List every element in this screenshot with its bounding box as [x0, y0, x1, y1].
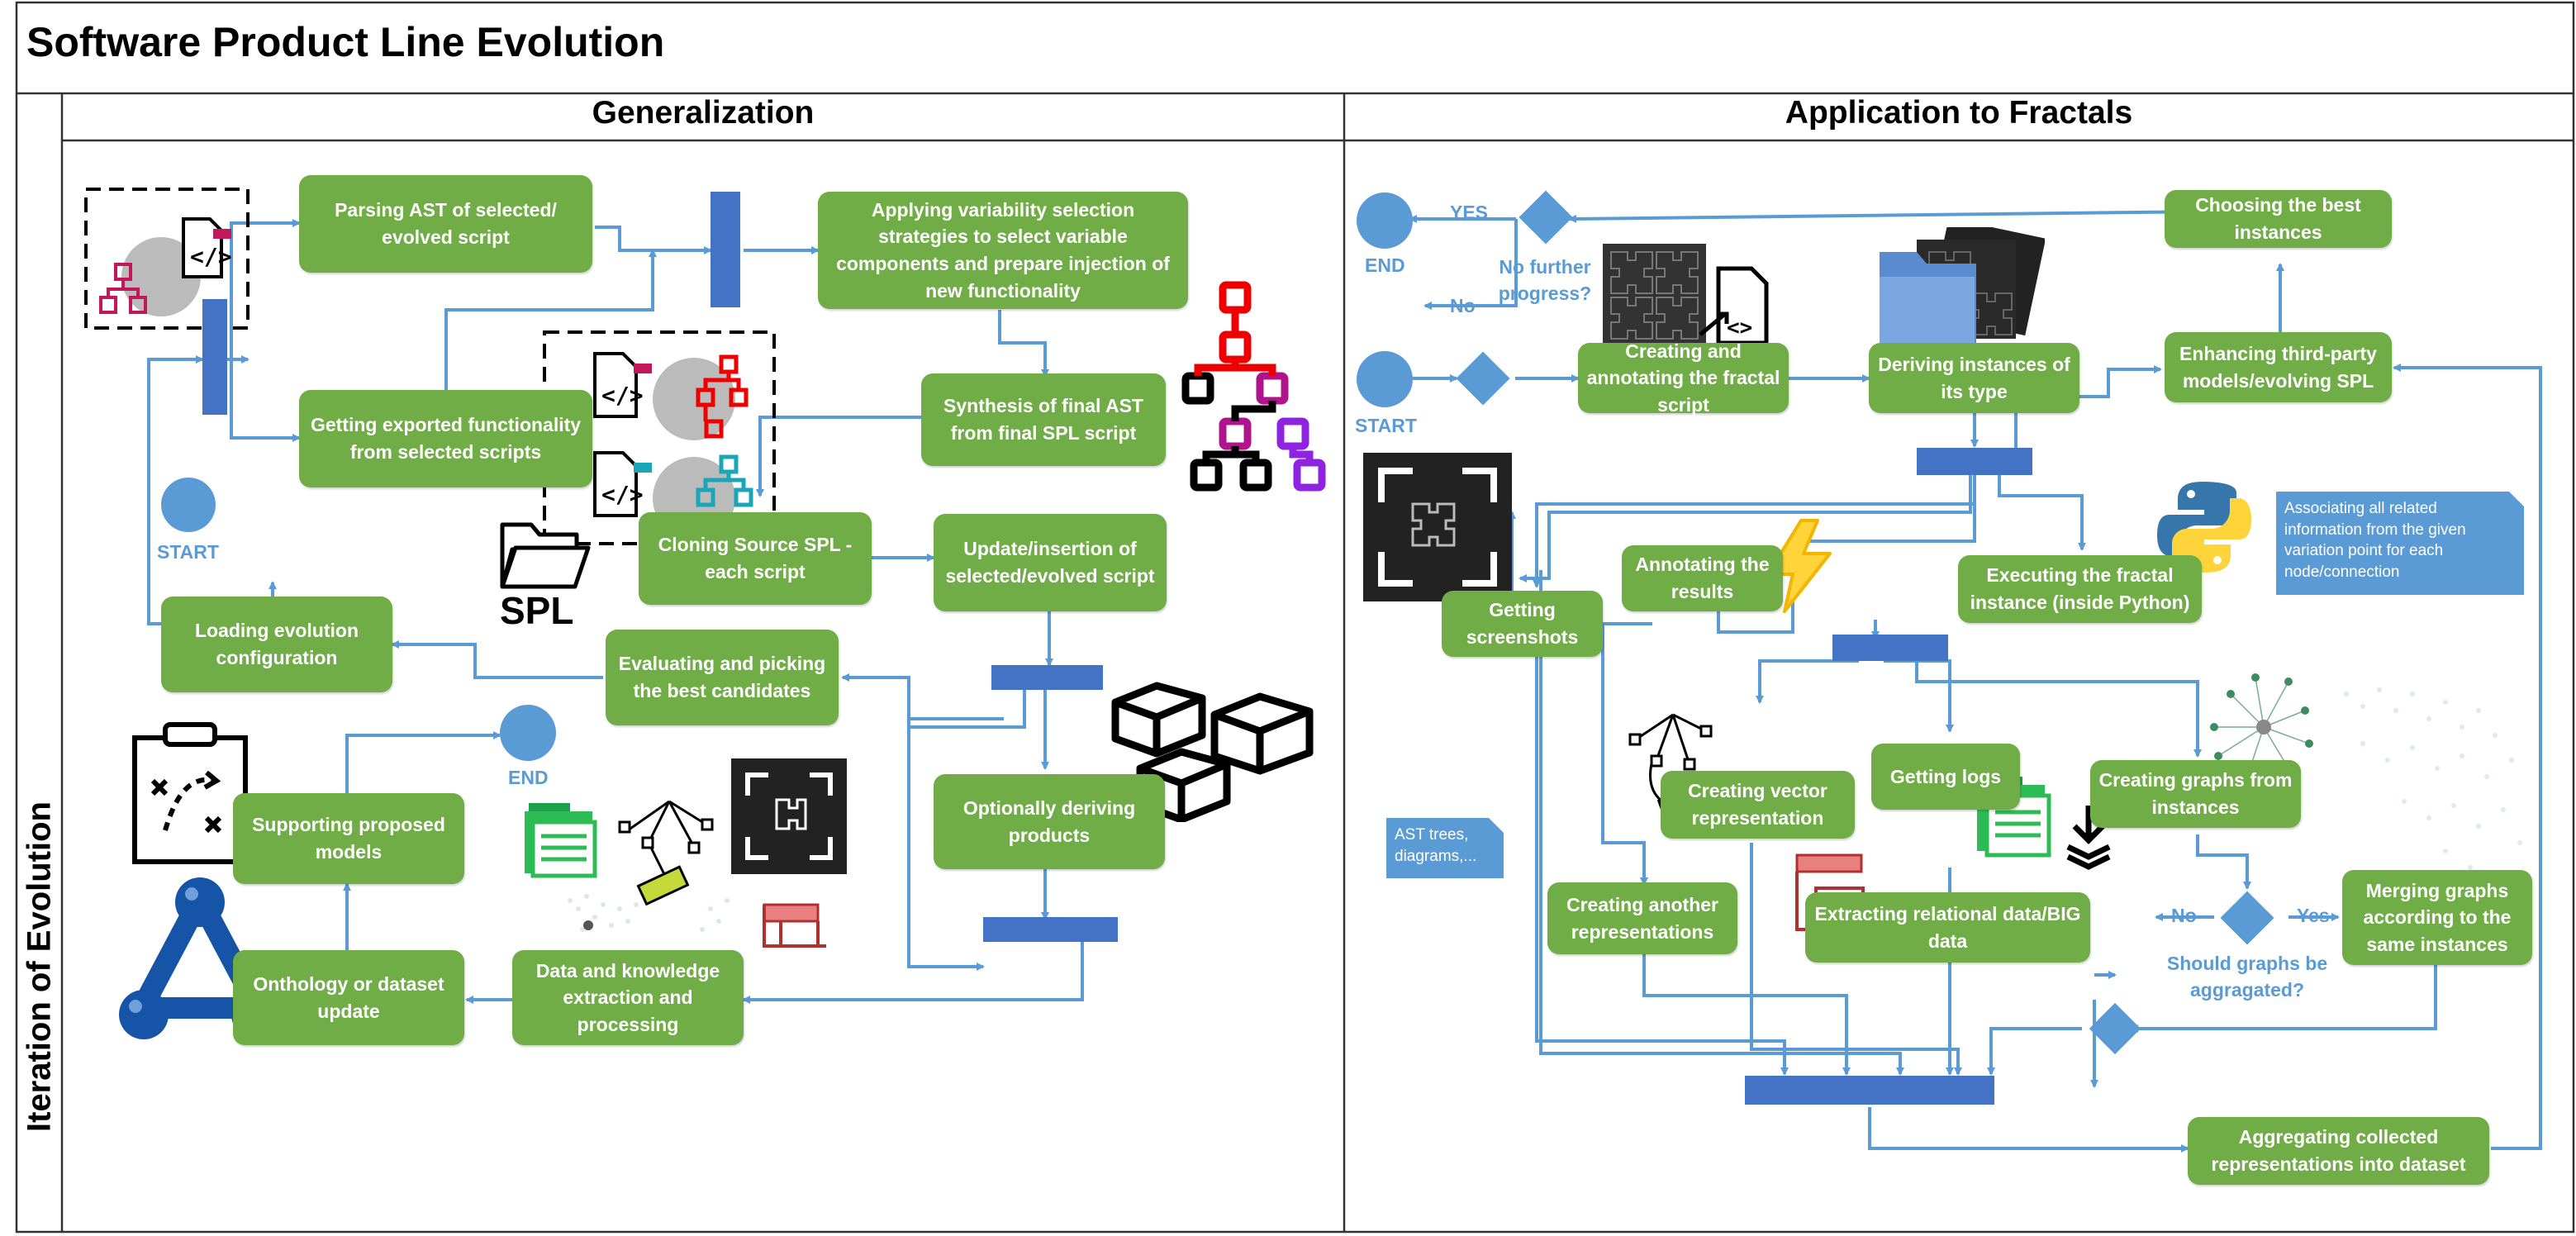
yes-label-top: YES: [1450, 202, 1489, 223]
step-getting-exported[interactable]: Getting exported functionality from sele…: [299, 390, 592, 487]
fractal-folder-icon: [1880, 227, 2045, 351]
strategy-board-icon: [132, 722, 248, 864]
step-deriving-instances[interactable]: Deriving instances of its type: [1869, 343, 2079, 413]
step-merging-graphs[interactable]: Merging graphs according to the same ins…: [2342, 870, 2532, 965]
spl-label: SPL: [500, 589, 574, 632]
step-extracting-relational[interactable]: Extracting relational data/BIG data: [1805, 892, 2090, 963]
fork-bar-update: [991, 665, 1103, 690]
join-bar-dataset: [1745, 1076, 1994, 1105]
step-creating-vector[interactable]: Creating vector representation: [1661, 771, 1855, 839]
step-synthesis-ast[interactable]: Synthesis of final AST from final SPL sc…: [921, 373, 1166, 466]
fractal-script-icon: <>: [1603, 244, 1769, 347]
end-label-left: END: [508, 767, 549, 788]
step-executing-fractal[interactable]: Executing the fractal instance (inside P…: [1958, 555, 2202, 623]
note-associating: Associating all related information from…: [2276, 492, 2524, 595]
step-aggregating-dataset[interactable]: Aggregating collected representations in…: [2188, 1117, 2489, 1185]
start-node-right: [1357, 351, 1413, 407]
yes-label-graphs: Yes: [2297, 905, 2330, 926]
screenshot-capture-icon: [1363, 453, 1512, 601]
no-further-progress-label: No further progress?: [1498, 256, 1592, 305]
start-label-left: START: [157, 541, 219, 563]
no-label-top: No: [1450, 295, 1476, 316]
step-update-insertion[interactable]: Update/insertion of selected/evolved scr…: [934, 514, 1167, 611]
step-annotating-results[interactable]: Annotating the results: [1622, 545, 1783, 611]
fork-bar-left-start: [202, 299, 227, 415]
step-getting-screenshots[interactable]: Getting screenshots: [1442, 591, 1603, 657]
lane-title-fractals: Application to Fractals: [1785, 95, 2133, 131]
fractal-image-icon: [731, 758, 847, 874]
step-creating-annotating[interactable]: Creating and annotating the fractal scri…: [1578, 340, 1789, 416]
start-label-right: START: [1355, 415, 1417, 436]
step-optionally-deriving[interactable]: Optionally deriving products: [934, 774, 1165, 869]
note-ast-trees: AST trees, diagrams,...: [1386, 818, 1504, 878]
step-applying-variability[interactable]: Applying variability selection strategie…: [818, 192, 1188, 309]
step-cloning-source[interactable]: Cloning Source SPL - each script: [639, 512, 872, 605]
step-creating-graphs[interactable]: Creating graphs from instances: [2090, 760, 2301, 828]
lane-title-generalization: Generalization: [592, 95, 815, 131]
row-label: Iteration of Evolution: [21, 801, 58, 1132]
end-label-right: END: [1365, 254, 1405, 276]
start-node-left: [161, 478, 216, 532]
step-data-knowledge[interactable]: Data and knowledge extraction and proces…: [512, 950, 744, 1045]
fork-bar-execution: [1832, 635, 1948, 661]
svg-text:</>: </>: [601, 382, 644, 409]
step-loading-config[interactable]: Loading evolution configuration: [161, 597, 392, 692]
step-getting-logs[interactable]: Getting logs: [1871, 744, 2020, 810]
svg-text:<>: <>: [1727, 316, 1752, 340]
step-creating-another[interactable]: Creating another representations: [1547, 882, 1737, 954]
join-bar-deriving: [983, 917, 1118, 942]
step-evaluating-picking[interactable]: Evaluating and picking the best candidat…: [606, 630, 839, 725]
hierarchy-colored-icon: [1181, 281, 1326, 492]
code-file-hierarchy-icon: </>: [84, 188, 250, 330]
end-node-left: [500, 705, 556, 761]
step-choosing-best[interactable]: Choosing the best instances: [2165, 190, 2392, 248]
step-supporting-models[interactable]: Supporting proposed models: [233, 793, 464, 884]
fork-bar-instances: [1917, 448, 2032, 475]
step-enhancing-models[interactable]: Enhancing third-party models/evolving SP…: [2165, 332, 2392, 402]
join-bar-parsing: [711, 192, 740, 307]
no-label-graphs: No: [2171, 905, 2197, 926]
should-aggregate-label: Should graphs be aggragated?: [2166, 953, 2328, 1001]
data-knowledge-icons: [525, 800, 826, 948]
svg-text:</>: </>: [190, 243, 232, 270]
svg-text:</>: </>: [601, 481, 644, 508]
step-onthology-update[interactable]: Onthology or dataset update: [233, 950, 464, 1045]
end-node-right: [1357, 193, 1413, 249]
step-parsing-ast[interactable]: Parsing AST of selected/ evolved script: [299, 175, 592, 273]
folder-icon: [500, 522, 591, 589]
python-icon: [2157, 482, 2251, 573]
page-title: Software Product Line Evolution: [26, 19, 665, 65]
